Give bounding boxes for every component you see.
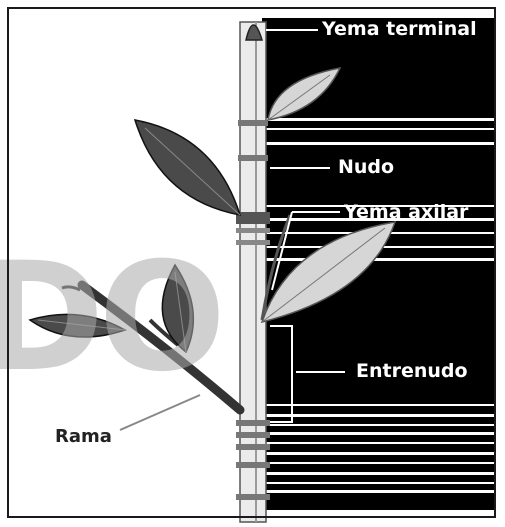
branch-left-leaf <box>30 314 125 337</box>
side-branch <box>62 285 240 410</box>
label-internode: Entrenudo <box>356 362 468 381</box>
label-axillary-bud: Yema axilar <box>344 203 468 222</box>
branch-upper-leaf <box>162 265 193 352</box>
label-node: Nudo <box>338 158 394 177</box>
main-stem <box>236 22 270 522</box>
label-branch: Rama <box>55 428 112 446</box>
label-terminal-bud: Yema terminal <box>322 20 477 39</box>
